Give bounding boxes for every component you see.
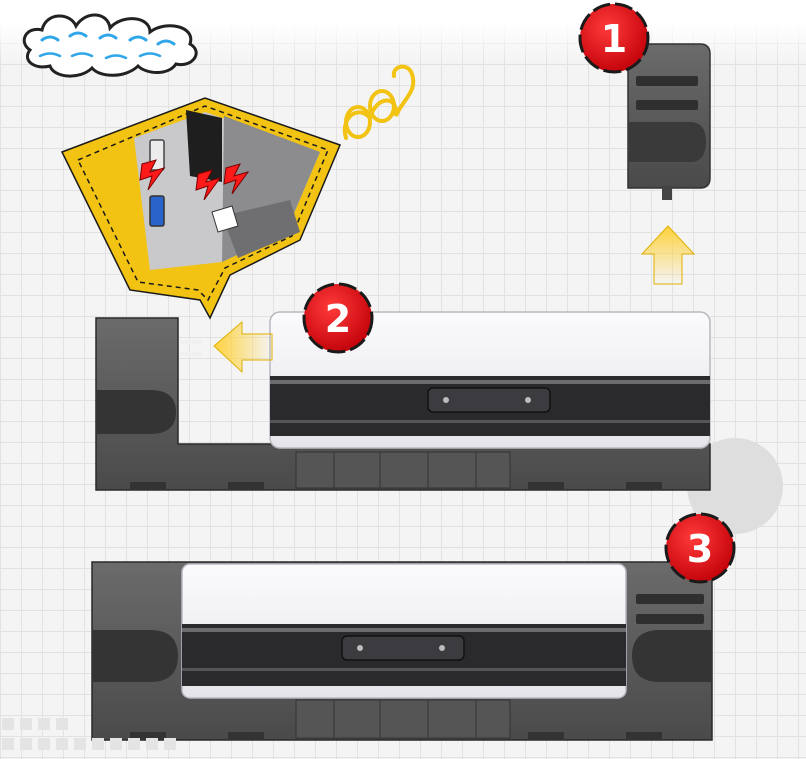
cloud-icon [22,13,198,78]
vent-slot [636,100,698,110]
decor-squares [2,718,176,750]
arrow-left-icon [213,320,273,374]
spark-icon [139,159,250,201]
step-1-badge: 1 [578,2,650,74]
vent-slot [636,76,698,86]
cable-coil-icon [342,64,416,140]
device-edge [186,110,222,182]
power-adapter [627,43,711,200]
adapter-plug [662,186,672,200]
step-2-badge: 2 [302,282,374,354]
step-1-number: 1 [601,17,627,61]
port-callout [60,97,342,320]
vent-slot [636,614,704,624]
step-3-number: 3 [687,527,713,571]
release-latch [427,387,551,413]
device-step-2 [269,311,711,449]
arrow-up-icon [640,225,696,285]
dc-plug [211,205,239,233]
release-latch [341,635,465,661]
step-3-badge: 3 [664,512,736,584]
shadow-disc [687,438,783,534]
vent-slot [636,594,704,604]
step-2-number: 2 [325,297,351,341]
device-step-3 [181,563,627,699]
usb-port-blue [149,195,165,227]
